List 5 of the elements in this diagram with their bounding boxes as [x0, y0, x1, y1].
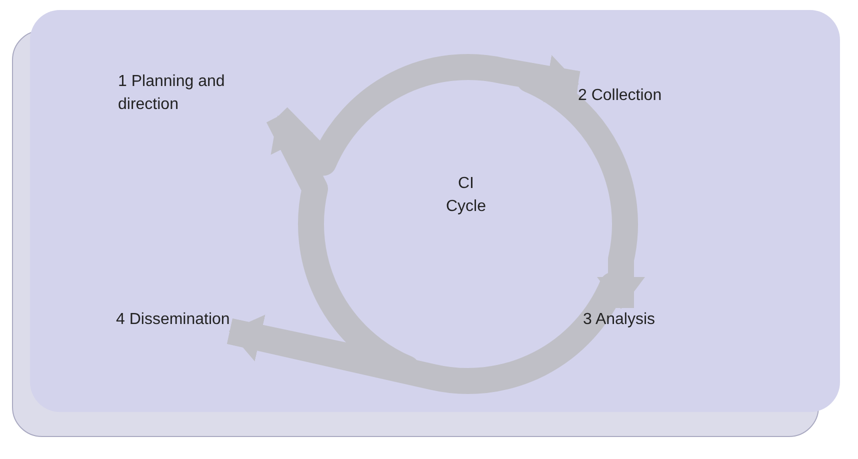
stage-label: 2 Collection [578, 84, 662, 108]
stage-label: 4 Dissemination [116, 308, 230, 332]
stage-label: 3 Analysis [583, 308, 656, 332]
center-label: CI Cycle [436, 172, 496, 218]
stage-label: 1 Planning and direction [118, 70, 278, 116]
